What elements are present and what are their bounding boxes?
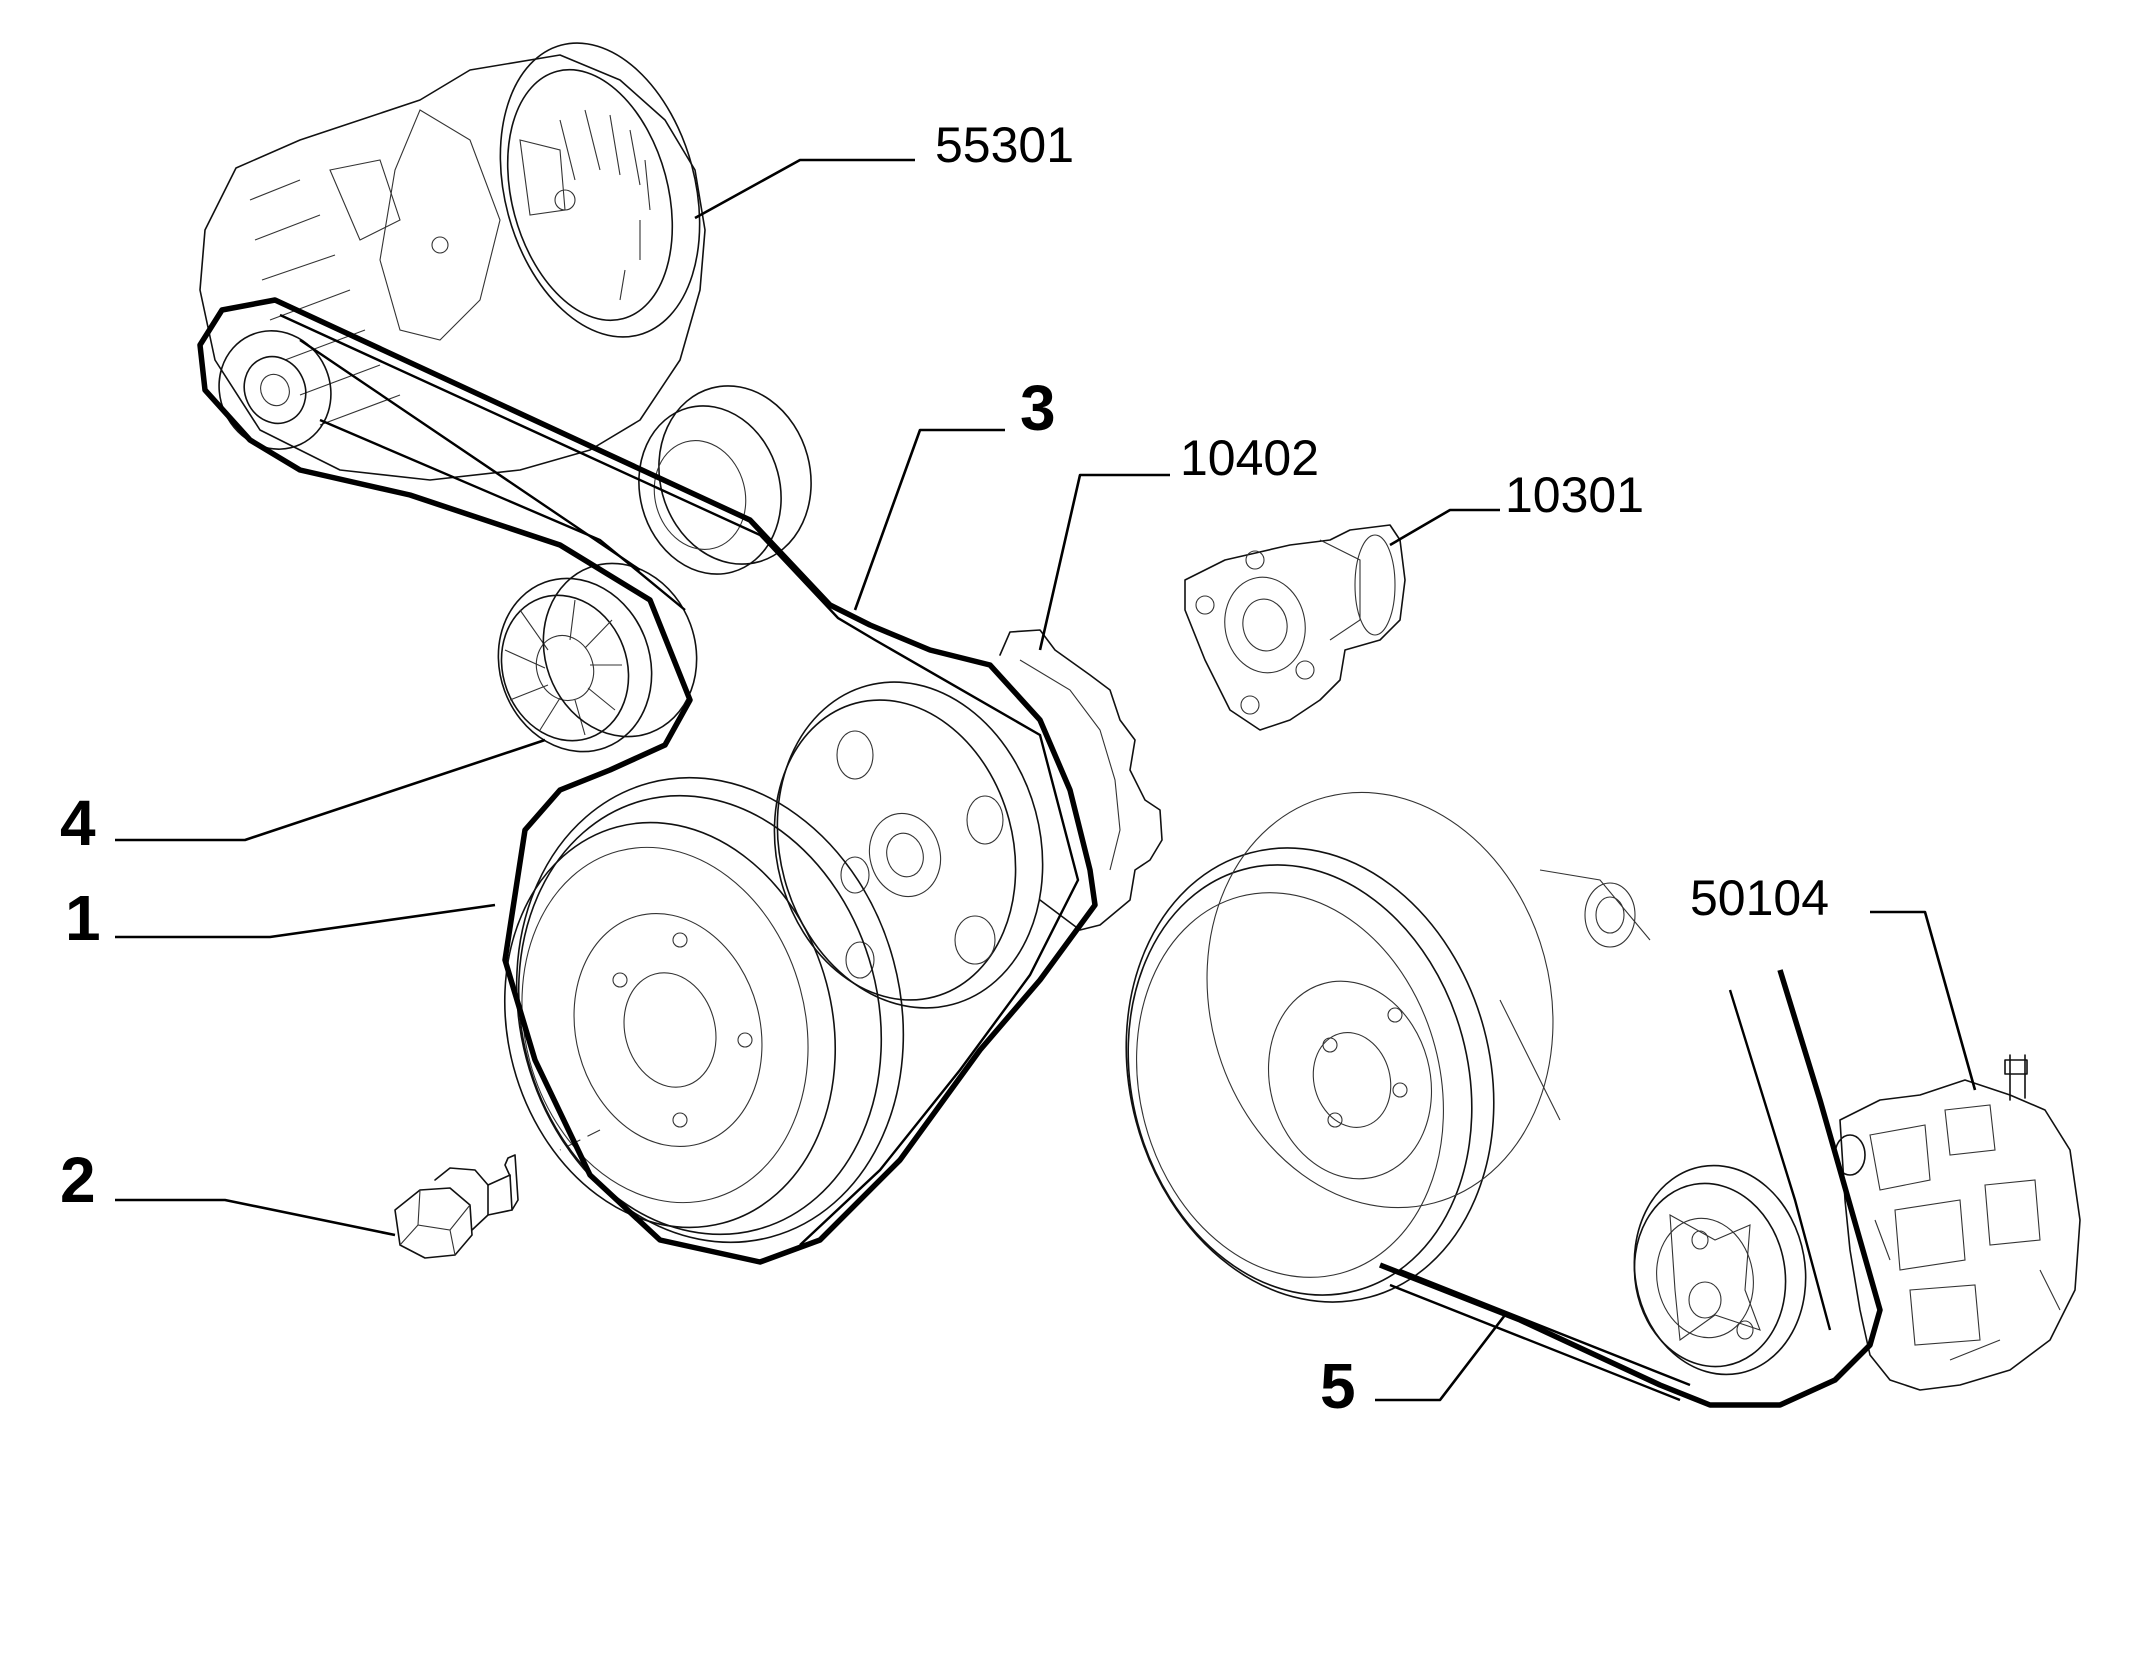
tensioner-pulley <box>497 562 698 753</box>
pulley-bolt <box>394 1154 519 1259</box>
callout-2: 2 <box>60 1144 96 1216</box>
leader-lines <box>115 158 1977 1402</box>
ac-compressor <box>1834 1054 2081 1391</box>
callout-5: 5 <box>1320 1350 1356 1422</box>
crankshaft-pulley <box>503 776 905 1244</box>
ac-compressor-pulley <box>1633 1164 1807 1376</box>
callout-4: 4 <box>60 787 96 859</box>
main-drive-belt <box>197 297 1098 1265</box>
callout-1: 1 <box>65 882 101 954</box>
callout-10301: 10301 <box>1505 467 1644 523</box>
callout-55301: 55301 <box>935 117 1074 173</box>
upper-idler-pulley <box>638 385 812 575</box>
callout-10402: 10402 <box>1180 430 1319 486</box>
callout-labels: 55301 3 10402 10301 4 1 2 50104 5 <box>60 117 1829 1422</box>
callout-50104: 50104 <box>1690 870 1829 926</box>
alternator <box>199 42 706 481</box>
water-pump-body <box>999 629 1163 931</box>
second-crankshaft-pulley <box>1125 791 1651 1303</box>
callout-3: 3 <box>1020 372 1056 444</box>
accessory-belt <box>1378 969 1883 1408</box>
water-pump-pulley <box>773 681 1044 1009</box>
thermostat-housing <box>1184 524 1406 731</box>
